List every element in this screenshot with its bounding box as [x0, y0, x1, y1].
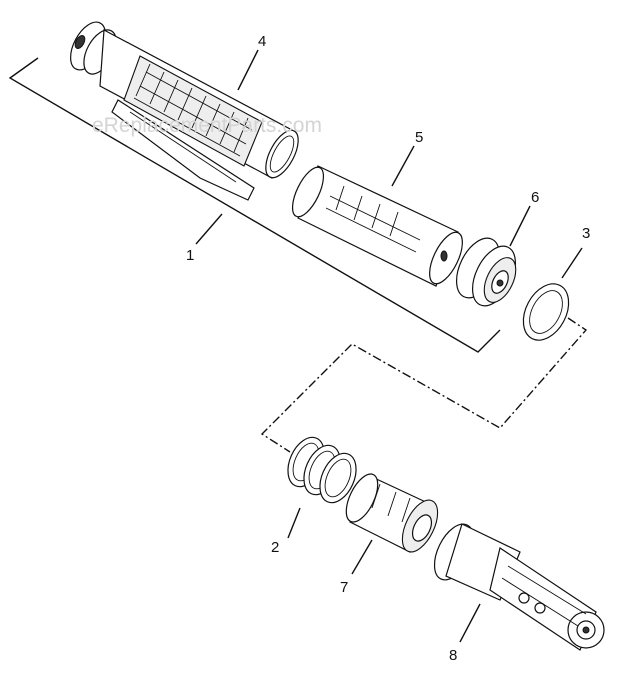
- part-1-housing: [70, 21, 299, 201]
- assembly-bracket-1: [8, 57, 501, 353]
- callout-5: 5: [415, 129, 423, 146]
- callout-4: 4: [258, 33, 266, 50]
- part-6-bearing: [455, 237, 517, 307]
- leader-line-4: [237, 49, 259, 91]
- leader-line-6: [509, 205, 531, 247]
- leader-line-8: [459, 603, 481, 643]
- callout-2: 2: [271, 539, 279, 556]
- assembly-connector-dashdot: [260, 317, 588, 453]
- leader-line-1: [195, 213, 223, 245]
- part-8-ratchet-head: [433, 523, 605, 651]
- callout-6: 6: [531, 189, 539, 206]
- leader-lines: [195, 49, 583, 643]
- watermark-text: eReplacementParts.com: [92, 114, 322, 137]
- callout-7: 7: [340, 579, 348, 596]
- callout-1: 1: [186, 247, 194, 264]
- part-7-valve: [345, 473, 439, 553]
- leader-line-3: [561, 247, 583, 279]
- callout-3: 3: [582, 225, 590, 242]
- callout-8: 8: [449, 647, 457, 664]
- leader-line-2: [287, 507, 301, 539]
- leader-line-7: [351, 539, 373, 575]
- part-2-o-rings: [287, 436, 357, 504]
- part-3-o-ring: [522, 283, 570, 341]
- part-5-cylinder: [291, 165, 463, 287]
- leader-line-5: [391, 145, 415, 187]
